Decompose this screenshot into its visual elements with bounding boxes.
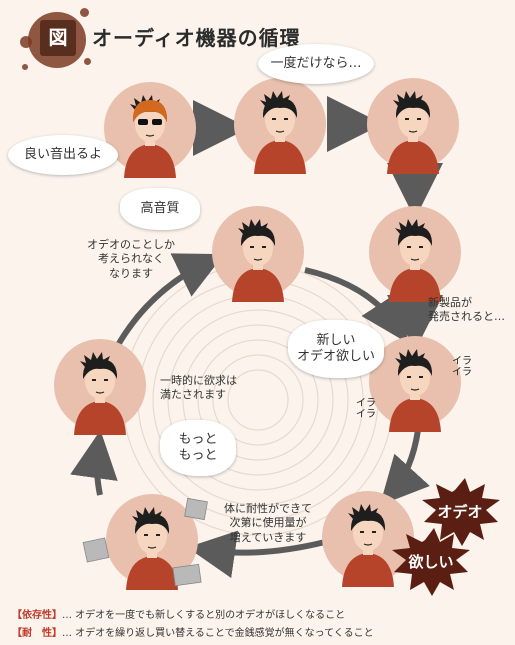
speech-just-once: 一度だけなら…	[258, 44, 374, 84]
step-circle-salesman	[104, 82, 196, 179]
step-circle-just-once	[234, 78, 326, 175]
caption-temp-satisfied: 一時的に欲求は 満たされます	[160, 374, 237, 402]
legend-dependency: 【依存性】… オデオを一度でも新しくすると別のオデオがほしくなること	[12, 610, 346, 621]
caption-tolerance: 体に耐性ができて 次第に使用量が 増えていきます	[224, 502, 312, 544]
legend-tolerance: 【耐 性】… オデオを繰り返し買い替えることで金銭感覚が無くなってくること	[12, 628, 374, 639]
want-burst-text: 欲しい	[407, 553, 453, 571]
irritated-mark-left: イラ イラ	[356, 398, 376, 420]
cycle-diagram: オデオ 欲しい	[54, 78, 500, 596]
speech-good-sound: 良い音出るよ	[8, 135, 118, 175]
irritated-mark-right: イラ イラ	[452, 356, 472, 378]
step-circle-bought	[367, 78, 459, 175]
cycle-arrow-3	[187, 530, 326, 579]
step-circle-irritated	[369, 336, 461, 433]
step-circle-satisfied	[54, 339, 146, 436]
page-title: オーディオ機器の循環	[92, 26, 301, 50]
audio-burst-text: オデオ	[437, 503, 482, 521]
cycle-arrow-2	[379, 429, 430, 506]
product-box-icon	[82, 497, 208, 587]
caption-only-audio: オデオのことしか 考えられなく なります	[87, 238, 175, 280]
caption-new-product: 新製品が 発売されると…	[428, 296, 505, 324]
audio-burst-shape: オデオ	[422, 478, 500, 546]
step-circle-obsessed	[212, 206, 304, 303]
speech-more-text: もっと もっと	[178, 431, 218, 463]
figure-badge: 図	[40, 20, 76, 56]
speech-high-quality: 高音質	[120, 188, 200, 230]
cycle-arrow-4	[70, 430, 118, 496]
want-burst-shape: 欲しい	[392, 528, 470, 596]
step-circle-new-product	[369, 206, 461, 303]
cycle-arrow-1	[304, 267, 408, 344]
step-circle-more	[106, 494, 198, 591]
speech-want-new: 新しい オデオ欲しい	[288, 320, 384, 378]
speech-want-new-text: 新しい オデオ欲しい	[296, 332, 375, 364]
cycle-arrow-5	[115, 253, 225, 347]
step-circle-craving	[322, 491, 414, 588]
speech-more: もっと もっと	[160, 420, 236, 476]
